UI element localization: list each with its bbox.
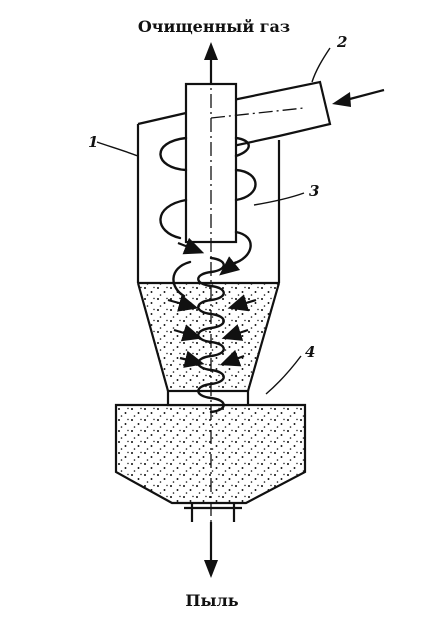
dust-label: Пыль [185, 591, 238, 610]
leader-lines [96, 47, 331, 395]
clean-gas-arrow [204, 42, 218, 84]
inlet-arrow [332, 88, 385, 107]
clean-gas-label: Очищенный газ [138, 17, 290, 36]
part-label-4: 4 [305, 343, 315, 361]
vortex-arrows [167, 237, 257, 368]
outer-vortex-spiral [159, 136, 257, 298]
part-label-1: 1 [88, 133, 98, 151]
part-label-3: 3 [309, 182, 319, 200]
center-axis [210, 46, 305, 556]
dust-arrow [204, 522, 218, 578]
part-label-2: 2 [336, 33, 347, 51]
